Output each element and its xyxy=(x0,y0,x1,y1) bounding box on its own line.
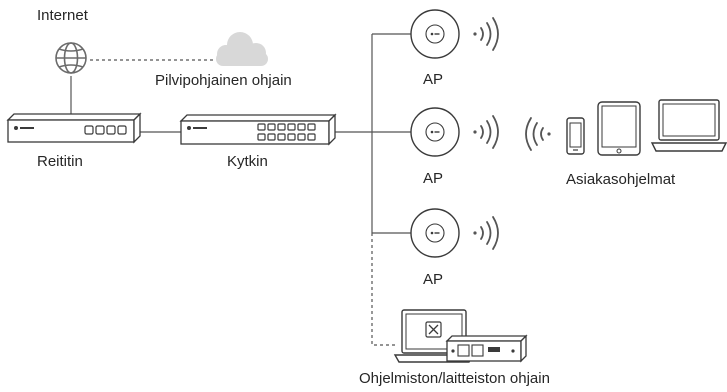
label-router: Reititin xyxy=(37,153,83,170)
access-point-icon xyxy=(410,9,460,59)
label-ap-1: AP xyxy=(423,71,444,88)
wifi-signal-icon xyxy=(525,117,551,151)
label-ap-2: AP xyxy=(423,170,444,187)
dashed-connections xyxy=(90,59,398,346)
wifi-signal-icon xyxy=(473,115,499,149)
access-point-icon xyxy=(410,107,460,157)
smartphone-icon xyxy=(566,117,585,155)
controller-dashed-line xyxy=(371,233,398,346)
hardware-controller-icon xyxy=(445,334,528,363)
access-point-icon xyxy=(410,208,460,258)
switch-icon xyxy=(179,113,337,146)
label-ap-3: AP xyxy=(423,271,444,288)
label-clients: Asiakasohjelmat xyxy=(566,171,676,188)
wifi-signal-icon xyxy=(473,216,499,250)
laptop-icon xyxy=(650,99,727,152)
label-internet: Internet xyxy=(37,7,88,24)
router-icon xyxy=(6,112,142,144)
cloud-icon xyxy=(216,32,268,66)
wifi-signal-icon xyxy=(473,17,499,51)
label-cloud-controller: Pilvipohjainen ohjain xyxy=(155,72,292,89)
globe-icon xyxy=(55,42,87,74)
label-switch: Kytkin xyxy=(227,153,268,170)
label-hw-sw-controller: Ohjelmiston/laitteiston ohjain xyxy=(359,370,550,387)
connection-lines xyxy=(70,33,411,234)
tablet-icon xyxy=(597,101,641,156)
